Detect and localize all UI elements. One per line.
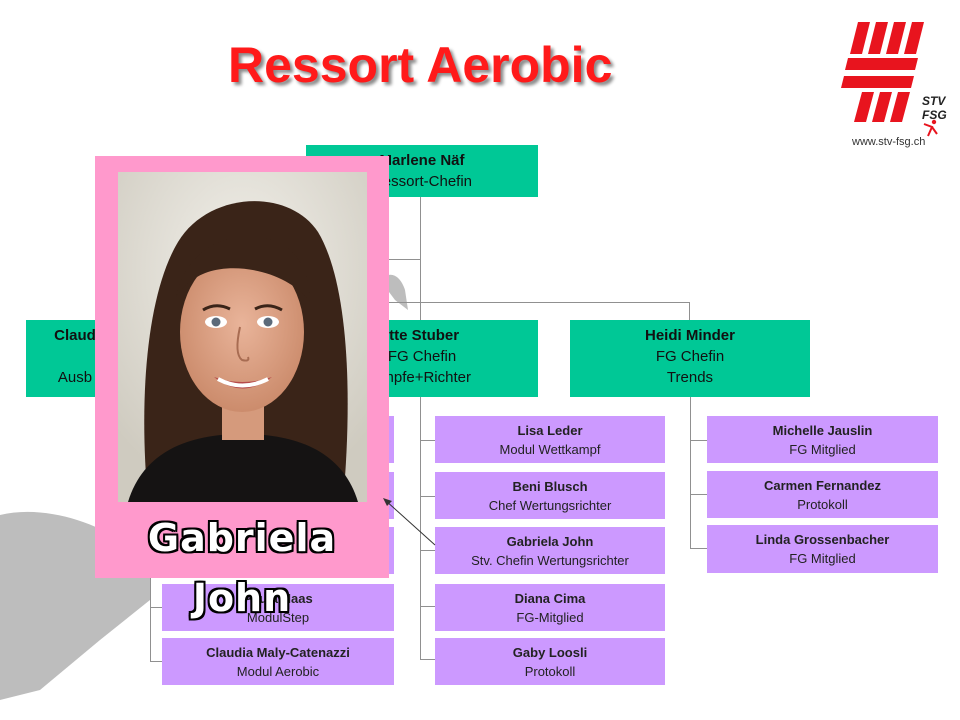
- connector-line: [420, 606, 435, 607]
- org-box-member: Claudia Maly-Catenazzi Modul Aerobic: [162, 638, 394, 685]
- connector-line: [150, 578, 151, 661]
- pointer-arrow: [383, 498, 436, 546]
- org-box-member: Diana Cima FG-Mitglied: [435, 584, 665, 631]
- member-role: FG-Mitglied: [516, 610, 584, 625]
- logo-stv-text: STV: [922, 94, 946, 108]
- lead-role: FG Chefin: [387, 348, 457, 365]
- org-box-member: Paula Haas ModulStep: [162, 584, 394, 631]
- org-box-member: Carmen Fernandez Protokoll: [707, 471, 938, 518]
- member-role: Modul Aerobic: [236, 664, 320, 679]
- member-role: ModulStep: [246, 610, 310, 625]
- member-role: Chef Wertungsrichter: [488, 498, 612, 513]
- member-name: Diana Cima: [514, 591, 586, 606]
- connector-line: [420, 496, 435, 497]
- member-name: Gabriela John: [506, 534, 594, 549]
- org-box-member: Linda Grossenbacher FG Mitglied: [707, 525, 938, 573]
- page-title: Ressort Aerobic: [228, 37, 613, 93]
- org-box-member: Lisa Leder Modul Wettkampf: [435, 416, 665, 463]
- member-name: Beni Blusch: [512, 479, 588, 494]
- member-role: FG Mitglied: [789, 442, 856, 457]
- stv-logo: STV FSG: [840, 18, 950, 148]
- lead-name: itte Stuber: [384, 327, 460, 344]
- head-role: Ressort-Chefin: [371, 173, 473, 190]
- connector-line: [690, 440, 707, 441]
- member-name: Claudia Maly-Catenazzi: [206, 645, 350, 660]
- member-role: FG Mitglied: [789, 551, 856, 566]
- stv-cross-icon: [841, 22, 924, 122]
- photo-caption: Gabriela John: [147, 516, 337, 620]
- connector-line: [420, 550, 435, 551]
- member-name: Lisa Leder: [517, 423, 583, 438]
- member-name: Gaby Loosli: [512, 645, 588, 660]
- org-box-member: Michelle Jauslin FG Mitglied: [707, 416, 938, 463]
- portrait-image: [118, 172, 367, 502]
- member-role: Modul Wettkampf: [499, 442, 601, 457]
- connector-line: [420, 397, 421, 659]
- lead-role2: Ausb: [57, 369, 93, 386]
- connector-line: [420, 659, 435, 660]
- org-box-member: Gaby Loosli Protokoll: [435, 638, 665, 685]
- connector-line: [420, 440, 435, 441]
- org-box-member: Beni Blusch Chef Wertungsrichter: [435, 472, 665, 519]
- lead-name: Claud: [54, 327, 96, 344]
- member-role: Protokoll: [524, 664, 576, 679]
- logo-fsg-text: FSG: [922, 108, 947, 122]
- lead-role2: ampfe+Richter: [373, 369, 471, 386]
- connector-line: [150, 661, 162, 662]
- member-role: Stv. Chefin Wertungsrichter: [471, 553, 629, 568]
- lead-name: Heidi Minder: [644, 327, 735, 344]
- member-name: Paula Haas: [243, 591, 313, 606]
- head-name: Marlene Näf: [379, 152, 465, 169]
- connector-line: [380, 302, 689, 303]
- member-name: Linda Grossenbacher: [755, 532, 890, 547]
- connector-line: [420, 197, 421, 320]
- lead-role2: Trends: [666, 369, 714, 386]
- lead-role: FG Chefin: [655, 348, 725, 365]
- logo-url: www.stv-fsg.ch: [852, 136, 926, 148]
- org-box-member: Gabriela John Stv. Chefin Wertungsrichte…: [435, 527, 665, 574]
- member-name: Carmen Fernandez: [763, 478, 882, 493]
- member-role: Protokoll: [797, 497, 848, 512]
- connector-line: [690, 494, 707, 495]
- member-name: Michelle Jauslin: [772, 423, 873, 438]
- connector-line: [380, 259, 420, 260]
- connector-line: [690, 397, 691, 549]
- connector-line: [150, 607, 162, 608]
- connector-line: [689, 302, 690, 320]
- connector-line: [690, 548, 707, 549]
- gymnast-icon: [923, 119, 938, 137]
- org-box-lead-3: Heidi Minder FG Chefin Trends: [570, 320, 810, 397]
- portrait-photo: [118, 172, 367, 502]
